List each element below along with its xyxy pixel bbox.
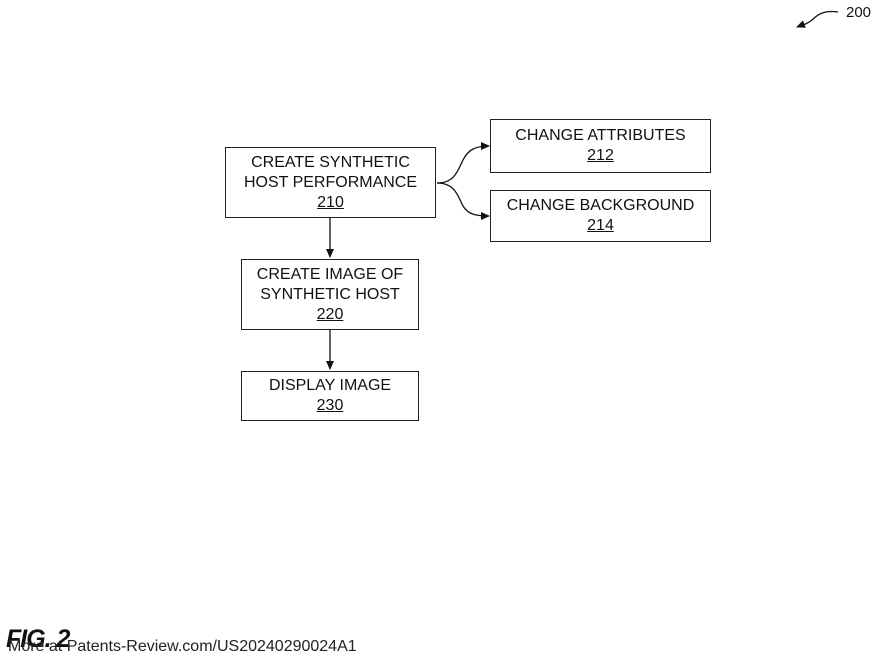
step-change-attributes: CHANGE ATTRIBUTES 212	[490, 119, 711, 173]
step-reference-number: 212	[587, 146, 614, 166]
step-reference-number: 220	[317, 305, 344, 325]
step-create-image-of-synthetic-host: CREATE IMAGE OF SYNTHETIC HOST 220	[241, 259, 419, 330]
step-label-line: CHANGE ATTRIBUTES	[515, 126, 685, 146]
figure-reference-number: 200	[846, 4, 871, 21]
step-label-line: SYNTHETIC HOST	[260, 285, 400, 305]
step-reference-number: 210	[317, 193, 344, 213]
arrow-210-to-214	[437, 183, 489, 216]
watermark-text: More at Patents-Review.com/US20240290024…	[8, 638, 357, 656]
step-create-synthetic-host-performance: CREATE SYNTHETIC HOST PERFORMANCE 210	[225, 147, 436, 218]
step-display-image: DISPLAY IMAGE 230	[241, 371, 419, 421]
step-reference-number: 214	[587, 216, 614, 236]
step-label-line: CREATE IMAGE OF	[257, 265, 403, 285]
figure-ref-leader	[797, 11, 838, 27]
step-label-line: CHANGE BACKGROUND	[507, 196, 695, 216]
step-change-background: CHANGE BACKGROUND 214	[490, 190, 711, 242]
arrow-210-to-212	[437, 146, 489, 183]
step-label-line: HOST PERFORMANCE	[244, 173, 417, 193]
step-label-line: DISPLAY IMAGE	[269, 376, 391, 396]
step-reference-number: 230	[317, 396, 344, 416]
step-label-line: CREATE SYNTHETIC	[251, 153, 410, 173]
